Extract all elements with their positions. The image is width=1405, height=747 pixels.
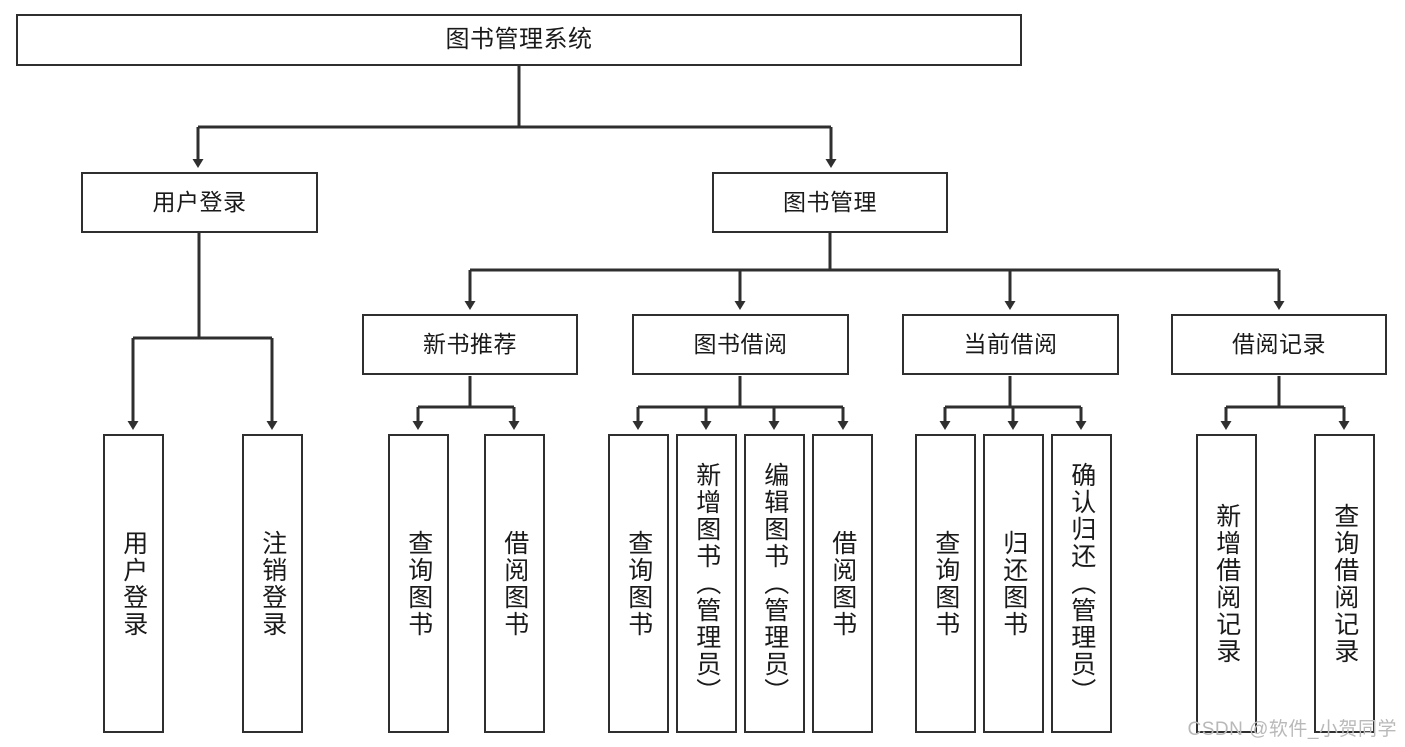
- node-root-label: 图书管理系统: [445, 25, 593, 53]
- leaf-edit-book[interactable]: 编辑图书（管理员）: [744, 434, 805, 733]
- leaf-user-login[interactable]: 用户登录: [103, 434, 164, 733]
- node-current-borrow[interactable]: 当前借阅: [902, 314, 1119, 375]
- leaf-add-record[interactable]: 新增借阅记录: [1196, 434, 1257, 733]
- leaf-query-record[interactable]: 查询借阅记录: [1314, 434, 1375, 733]
- leaf-confirm-return[interactable]: 确认归还（管理员）: [1051, 434, 1112, 733]
- leaf-borrow-book-1-label: 借阅图书: [500, 529, 529, 638]
- leaf-return-book[interactable]: 归还图书: [983, 434, 1044, 733]
- leaf-borrow-book-2[interactable]: 借阅图书: [812, 434, 873, 733]
- leaf-add-book[interactable]: 新增图书（管理员）: [676, 434, 737, 733]
- node-book-borrow-label: 图书借阅: [693, 330, 788, 357]
- leaf-query-book-1-label: 查询图书: [404, 529, 433, 638]
- leaf-query-book-3-label: 查询图书: [931, 529, 960, 638]
- node-user-login[interactable]: 用户登录: [81, 172, 318, 233]
- node-book-manage-label: 图书管理: [783, 188, 877, 215]
- leaf-query-book-2[interactable]: 查询图书: [608, 434, 669, 733]
- node-new-book-recommend-label: 新书推荐: [423, 330, 517, 357]
- leaf-user-login-label: 用户登录: [119, 529, 148, 638]
- node-new-book-recommend[interactable]: 新书推荐: [362, 314, 578, 375]
- node-borrow-record-label: 借阅记录: [1232, 330, 1326, 357]
- leaf-query-book-2-label: 查询图书: [624, 529, 653, 638]
- node-user-login-label: 用户登录: [152, 188, 247, 215]
- node-root[interactable]: 图书管理系统: [16, 14, 1022, 66]
- node-book-manage[interactable]: 图书管理: [712, 172, 948, 233]
- leaf-edit-book-label: 编辑图书（管理员）: [760, 462, 789, 705]
- leaf-add-book-label: 新增图书（管理员）: [692, 462, 721, 705]
- leaf-user-logout[interactable]: 注销登录: [242, 434, 303, 733]
- leaf-borrow-book-2-label: 借阅图书: [828, 529, 857, 638]
- leaf-add-record-label: 新增借阅记录: [1212, 502, 1241, 665]
- leaf-return-book-label: 归还图书: [999, 529, 1028, 638]
- leaf-confirm-return-label: 确认归还（管理员）: [1067, 462, 1096, 705]
- node-borrow-record[interactable]: 借阅记录: [1171, 314, 1387, 375]
- leaf-query-book-3[interactable]: 查询图书: [915, 434, 976, 733]
- leaf-borrow-book-1[interactable]: 借阅图书: [484, 434, 545, 733]
- leaf-query-record-label: 查询借阅记录: [1330, 502, 1359, 665]
- node-book-borrow[interactable]: 图书借阅: [632, 314, 849, 375]
- node-current-borrow-label: 当前借阅: [963, 330, 1058, 357]
- leaf-user-logout-label: 注销登录: [258, 529, 287, 638]
- csdn-watermark: CSDN @软件_小贺同学: [1187, 719, 1397, 740]
- leaf-query-book-1[interactable]: 查询图书: [388, 434, 449, 733]
